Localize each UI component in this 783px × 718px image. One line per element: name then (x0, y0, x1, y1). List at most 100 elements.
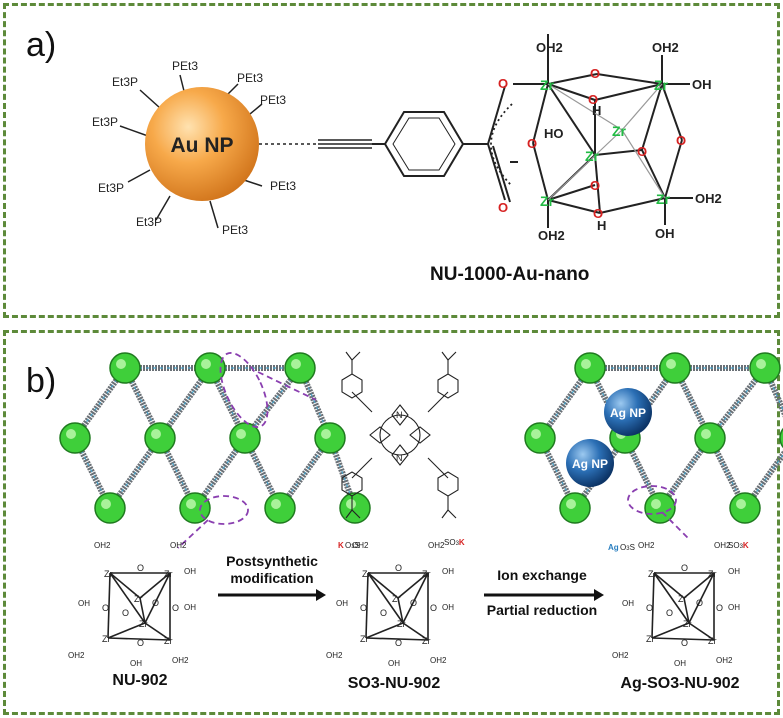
zr-atom: Zr (648, 569, 657, 579)
au-nanoparticle-group: Au NP PEt3 PEt3 PEt3 Et3P Et3P Et3P Et3P… (92, 59, 296, 237)
mof-node-highlight (531, 429, 541, 439)
mof-node (284, 352, 316, 384)
mof-node-highlight (666, 359, 676, 369)
oxygen-atom: O (681, 563, 688, 573)
compound-label-nu1000: NU-1000-Au-nano (430, 264, 589, 285)
mof-node (179, 492, 211, 524)
hydroxide-ligand: OH (655, 226, 675, 241)
mof-node-highlight (201, 359, 211, 369)
mof-node (694, 422, 726, 454)
water-ligand: OH2 (428, 541, 445, 550)
water-ligand: OH2 (170, 541, 187, 550)
zr-atom: Zr (164, 636, 173, 646)
sulfonate-label: O3S (345, 541, 360, 550)
panel-b-frame (3, 330, 780, 715)
au-np-label: Au NP (171, 134, 234, 157)
ag-nanoparticle-sphere (604, 388, 652, 436)
zr-atom: Zr (708, 636, 717, 646)
mof-node (314, 422, 346, 454)
mof-node-highlight (756, 359, 766, 369)
water-ligand: OH2 (638, 541, 655, 550)
oxygen-atom: O (360, 603, 367, 613)
mof-node-highlight (321, 429, 331, 439)
zr-atom: Zr (656, 191, 671, 207)
mof-node-highlight (186, 499, 196, 509)
oxygen-atom: O (716, 603, 723, 613)
oxygen-atom: O (395, 563, 402, 573)
oxygen-atom: O (380, 608, 387, 618)
ligand-label: PEt3 (270, 179, 296, 193)
oxygen-atom: O (590, 66, 600, 81)
hydroxide-ligand: OH (336, 599, 348, 608)
cluster-bond (683, 597, 690, 624)
cluster-bond (107, 622, 146, 639)
mof-node-highlight (151, 429, 161, 439)
hydroxide-ligand: OH (728, 567, 740, 576)
hydroxide-ligand: OH (442, 567, 454, 576)
mof-node-highlight (101, 499, 111, 509)
cluster-bond (651, 622, 690, 639)
oxygen-atom: O (102, 603, 109, 613)
oxygen-atom: O (137, 563, 144, 573)
au-nanoparticle-sphere (145, 87, 259, 201)
oxygen-atom: O (696, 598, 703, 608)
mof-node (109, 352, 141, 384)
mof-node-highlight (701, 429, 711, 439)
mof-node-highlight (736, 499, 746, 509)
oxygen-atom: O (676, 133, 686, 148)
hydroxide-ligand: OH (130, 659, 142, 668)
compound-label-nu902: NU-902 (112, 672, 167, 689)
sulfonate-label: O3S (620, 543, 635, 552)
mof-node (94, 492, 126, 524)
hydroxide-ligand: OH (622, 599, 634, 608)
compound-label-ag-so3-nu902: Ag-SO3-NU-902 (620, 675, 739, 692)
oxygen-atom: O (122, 608, 129, 618)
ligand-label: Et3P (92, 115, 118, 129)
cluster-bond (367, 572, 399, 599)
oxygen-atom: O (498, 76, 508, 91)
panel-a-frame (3, 3, 780, 318)
mof-strut-highlight (329, 437, 356, 509)
oxygen-atom: O (590, 178, 600, 193)
cluster-bond (402, 572, 429, 624)
zr-atom: Zr (646, 634, 655, 644)
step1-label-line2: modification (230, 570, 313, 586)
ligand-label: Et3P (136, 215, 162, 229)
mof-framework-right (524, 352, 783, 524)
cluster-bond (365, 637, 429, 641)
oxygen-atom: O (172, 603, 179, 613)
cluster-bond (653, 572, 690, 624)
mof-framework-left (59, 352, 371, 524)
sulfonate-k-label: SO3K (728, 541, 749, 550)
cluster-bond (397, 572, 429, 599)
ligand-label: PEt3 (222, 223, 248, 237)
ligand-label: PEt3 (237, 71, 263, 85)
zoom-indicators (177, 352, 691, 549)
mof-node-highlight (291, 359, 301, 369)
proton-label: H (592, 103, 601, 118)
zr-atom: Zr (678, 594, 687, 604)
hydroxide-ligand: OH (674, 659, 686, 668)
zr6-cluster-a: Zr Zr Zr Zr Zr Zr O O O O O O O O O OH2 … (498, 34, 722, 243)
cluster-bond (139, 597, 146, 624)
step1-label-line1: Postsynthetic (226, 553, 318, 569)
water-ligand: OH2 (695, 191, 722, 206)
zr-atom: Zr (422, 569, 431, 579)
oxygen-atom: O (593, 206, 603, 221)
mof-node (524, 422, 556, 454)
silver-label: Ag (608, 543, 619, 552)
cluster-bond (365, 572, 369, 639)
ligand-label: PEt3 (260, 93, 286, 107)
water-ligand: OH2 (536, 40, 563, 55)
ag-np-label: Ag NP (610, 406, 646, 420)
cluster-bond (144, 622, 171, 641)
mof-node-highlight (236, 429, 246, 439)
mof-node-highlight (651, 499, 661, 509)
mof-node-highlight (566, 499, 576, 509)
water-ligand: OH2 (716, 656, 733, 665)
water-ligand: OH2 (652, 40, 679, 55)
water-ligand: OH2 (94, 541, 111, 550)
step2-label-line1: Ion exchange (497, 567, 587, 583)
mof-node (144, 422, 176, 454)
zr-atom: Zr (139, 619, 148, 629)
